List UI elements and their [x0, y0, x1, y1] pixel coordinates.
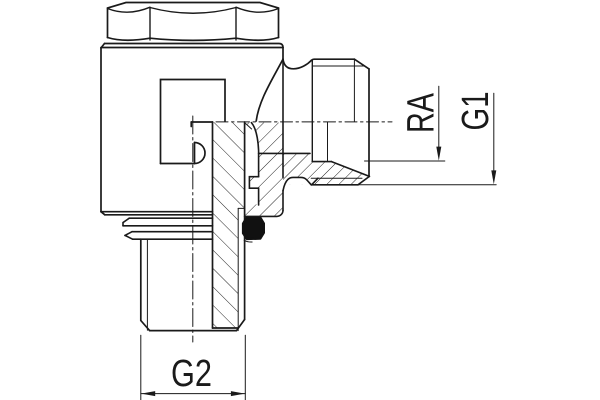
- svg-text:RA: RA: [401, 93, 443, 133]
- svg-text:G1: G1: [455, 92, 497, 131]
- svg-text:G2: G2: [171, 353, 212, 395]
